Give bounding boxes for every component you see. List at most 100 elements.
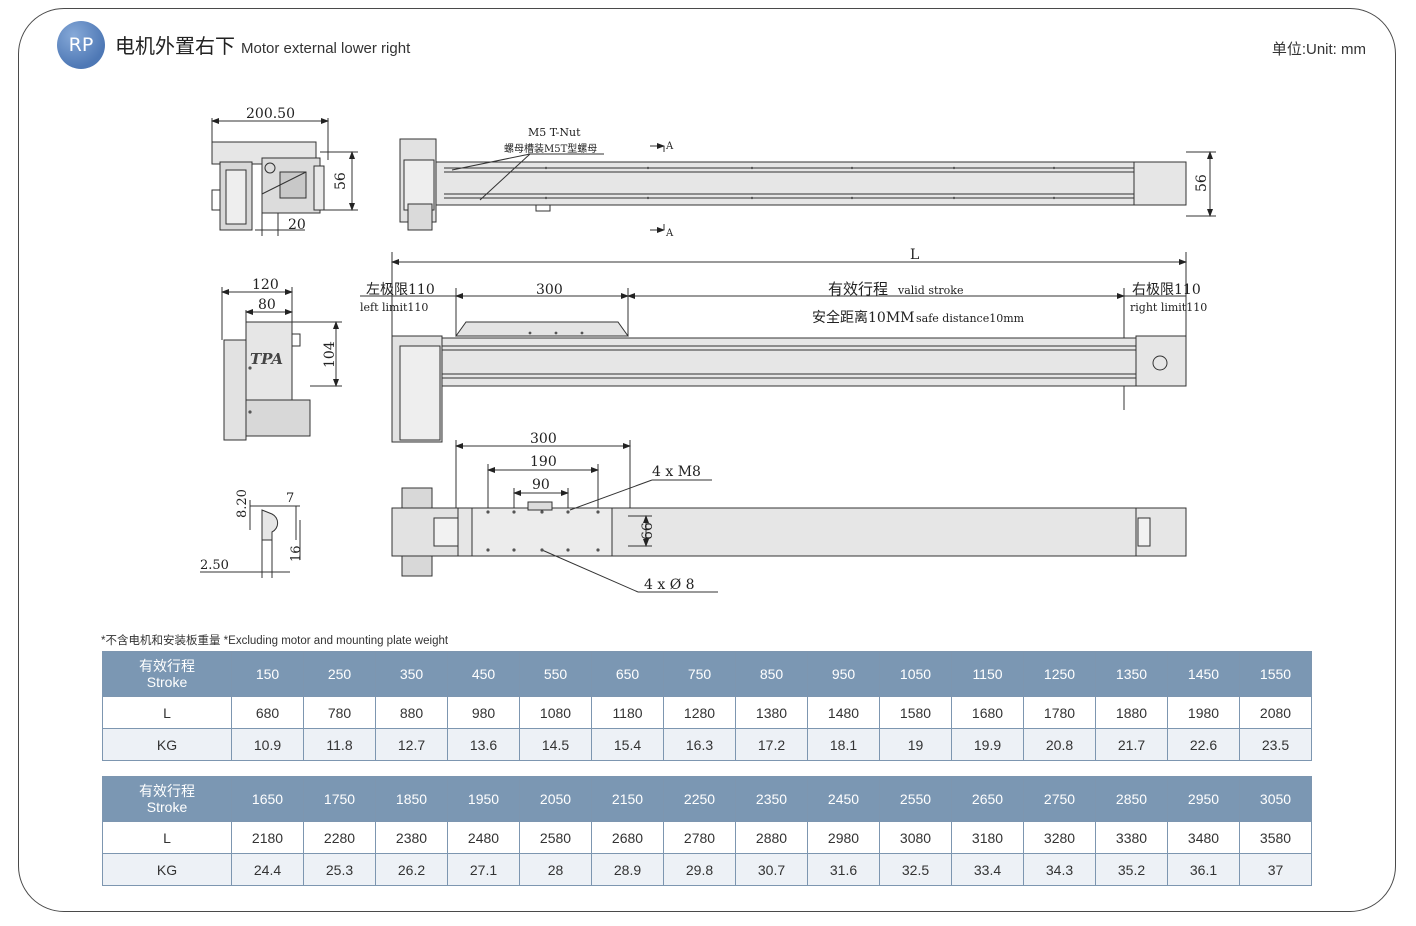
- length-cell: 3380: [1095, 821, 1168, 854]
- dim-56-end: 56: [333, 172, 349, 190]
- stroke-cell: 1750: [303, 776, 376, 822]
- m8-callout: 4 x M8: [652, 464, 701, 480]
- length-cell: 1280: [663, 696, 736, 729]
- stroke-cell: 2850: [1095, 776, 1168, 822]
- length-cell: 2080: [1239, 696, 1312, 729]
- left-limit-en: left limit110: [360, 301, 428, 314]
- weight-cell: 30.7: [735, 853, 808, 886]
- length-cell: 3580: [1239, 821, 1312, 854]
- weight-cell: 17.2: [735, 728, 808, 761]
- weight-cell: 33.4: [951, 853, 1024, 886]
- weight-cell: 24.4: [231, 853, 304, 886]
- weight-cell: 11.8: [303, 728, 376, 761]
- weight-cell: 26.2: [375, 853, 448, 886]
- weight-cell: 23.5: [1239, 728, 1312, 761]
- length-cell: 2380: [375, 821, 448, 854]
- stroke-cell: 3050: [1239, 776, 1312, 822]
- length-cell: 1880: [1095, 696, 1168, 729]
- stroke-cell: 1650: [231, 776, 304, 822]
- stroke-cell: 1850: [375, 776, 448, 822]
- dim-90: 90: [532, 477, 550, 493]
- stroke-cell: 750: [663, 651, 736, 697]
- stroke-cell: 650: [591, 651, 664, 697]
- length-cell: 1380: [735, 696, 808, 729]
- dim-20: 20: [288, 217, 306, 233]
- stroke-cell: 950: [807, 651, 880, 697]
- right-limit-en: right limit110: [1130, 301, 1207, 314]
- technical-drawing: 200.50 56 20 M5 T-Nut 螺母槽装M5T型螺母 A A 56 …: [200, 106, 1216, 593]
- stroke-cell: 2450: [807, 776, 880, 822]
- stroke-cell: 2250: [663, 776, 736, 822]
- dim-16: 16: [289, 545, 304, 562]
- weight-cell: 15.4: [591, 728, 664, 761]
- dim-300-bottom: 300: [530, 431, 557, 447]
- weight-cell: 10.9: [231, 728, 304, 761]
- stroke-cell: 1050: [879, 651, 952, 697]
- length-cell: 1080: [519, 696, 592, 729]
- stroke-cell: 1550: [1239, 651, 1312, 697]
- stroke-label-cn: 有效行程: [828, 280, 888, 298]
- left-limit-cn: 左极限110: [366, 282, 435, 298]
- weight-label: KG: [102, 853, 232, 886]
- weight-cell: 36.1: [1167, 853, 1240, 886]
- stroke-cell: 2150: [591, 776, 664, 822]
- end-view-top: [211, 118, 358, 236]
- dim-2-50: 2.50: [200, 558, 229, 573]
- tnut-label-cn: 螺母槽装M5T型螺母: [504, 142, 597, 155]
- length-label: L: [102, 696, 232, 729]
- dim-7: 7: [286, 491, 294, 506]
- length-cell: 3280: [1023, 821, 1096, 854]
- safe-distance-en: safe distance10mm: [916, 312, 1025, 325]
- weight-cell: 21.7: [1095, 728, 1168, 761]
- series-badge: RP: [57, 21, 105, 69]
- stroke-cell: 2950: [1167, 776, 1240, 822]
- weight-cell: 28: [519, 853, 592, 886]
- weight-cell: 19: [879, 728, 952, 761]
- length-cell: 1980: [1167, 696, 1240, 729]
- slot-detail: [200, 500, 301, 578]
- stroke-cell: 550: [519, 651, 592, 697]
- length-cell: 3080: [879, 821, 952, 854]
- length-cell: 680: [231, 696, 304, 729]
- side-end-view: [221, 287, 342, 441]
- stroke-cell: 2750: [1023, 776, 1096, 822]
- stroke-cell: 150: [231, 651, 304, 697]
- weight-cell: 25.3: [303, 853, 376, 886]
- dim-8-20: 8.20: [235, 489, 250, 518]
- stroke-cell: 2650: [951, 776, 1024, 822]
- weight-note: *不含电机和安装板重量 *Excluding motor and mountin…: [101, 635, 449, 647]
- dim-190: 190: [530, 454, 557, 470]
- unit-label: 单位:Unit: mm: [1271, 41, 1366, 58]
- length-cell: 1780: [1023, 696, 1096, 729]
- length-cell: 2580: [519, 821, 592, 854]
- weight-cell: 35.2: [1095, 853, 1168, 886]
- stroke-cell: 1350: [1095, 651, 1168, 697]
- dim-300-front: 300: [536, 282, 563, 298]
- page-frame: [18, 8, 1396, 912]
- weight-cell: 19.9: [951, 728, 1024, 761]
- stroke-cell: 2550: [879, 776, 952, 822]
- length-cell: 2180: [231, 821, 304, 854]
- weight-cell: 27.1: [447, 853, 520, 886]
- length-cell: 1480: [807, 696, 880, 729]
- tpa-logo: TPA: [250, 350, 283, 368]
- stroke-cell: 1450: [1167, 651, 1240, 697]
- title-cn: 电机外置右下: [115, 34, 235, 58]
- length-cell: 2780: [663, 821, 736, 854]
- dim-80: 80: [258, 297, 276, 313]
- right-limit-cn: 右极限110: [1132, 282, 1201, 298]
- stroke-cell: 1250: [1023, 651, 1096, 697]
- length-cell: 2680: [591, 821, 664, 854]
- weight-cell: 18.1: [807, 728, 880, 761]
- top-view: [399, 138, 1216, 233]
- length-cell: 1580: [879, 696, 952, 729]
